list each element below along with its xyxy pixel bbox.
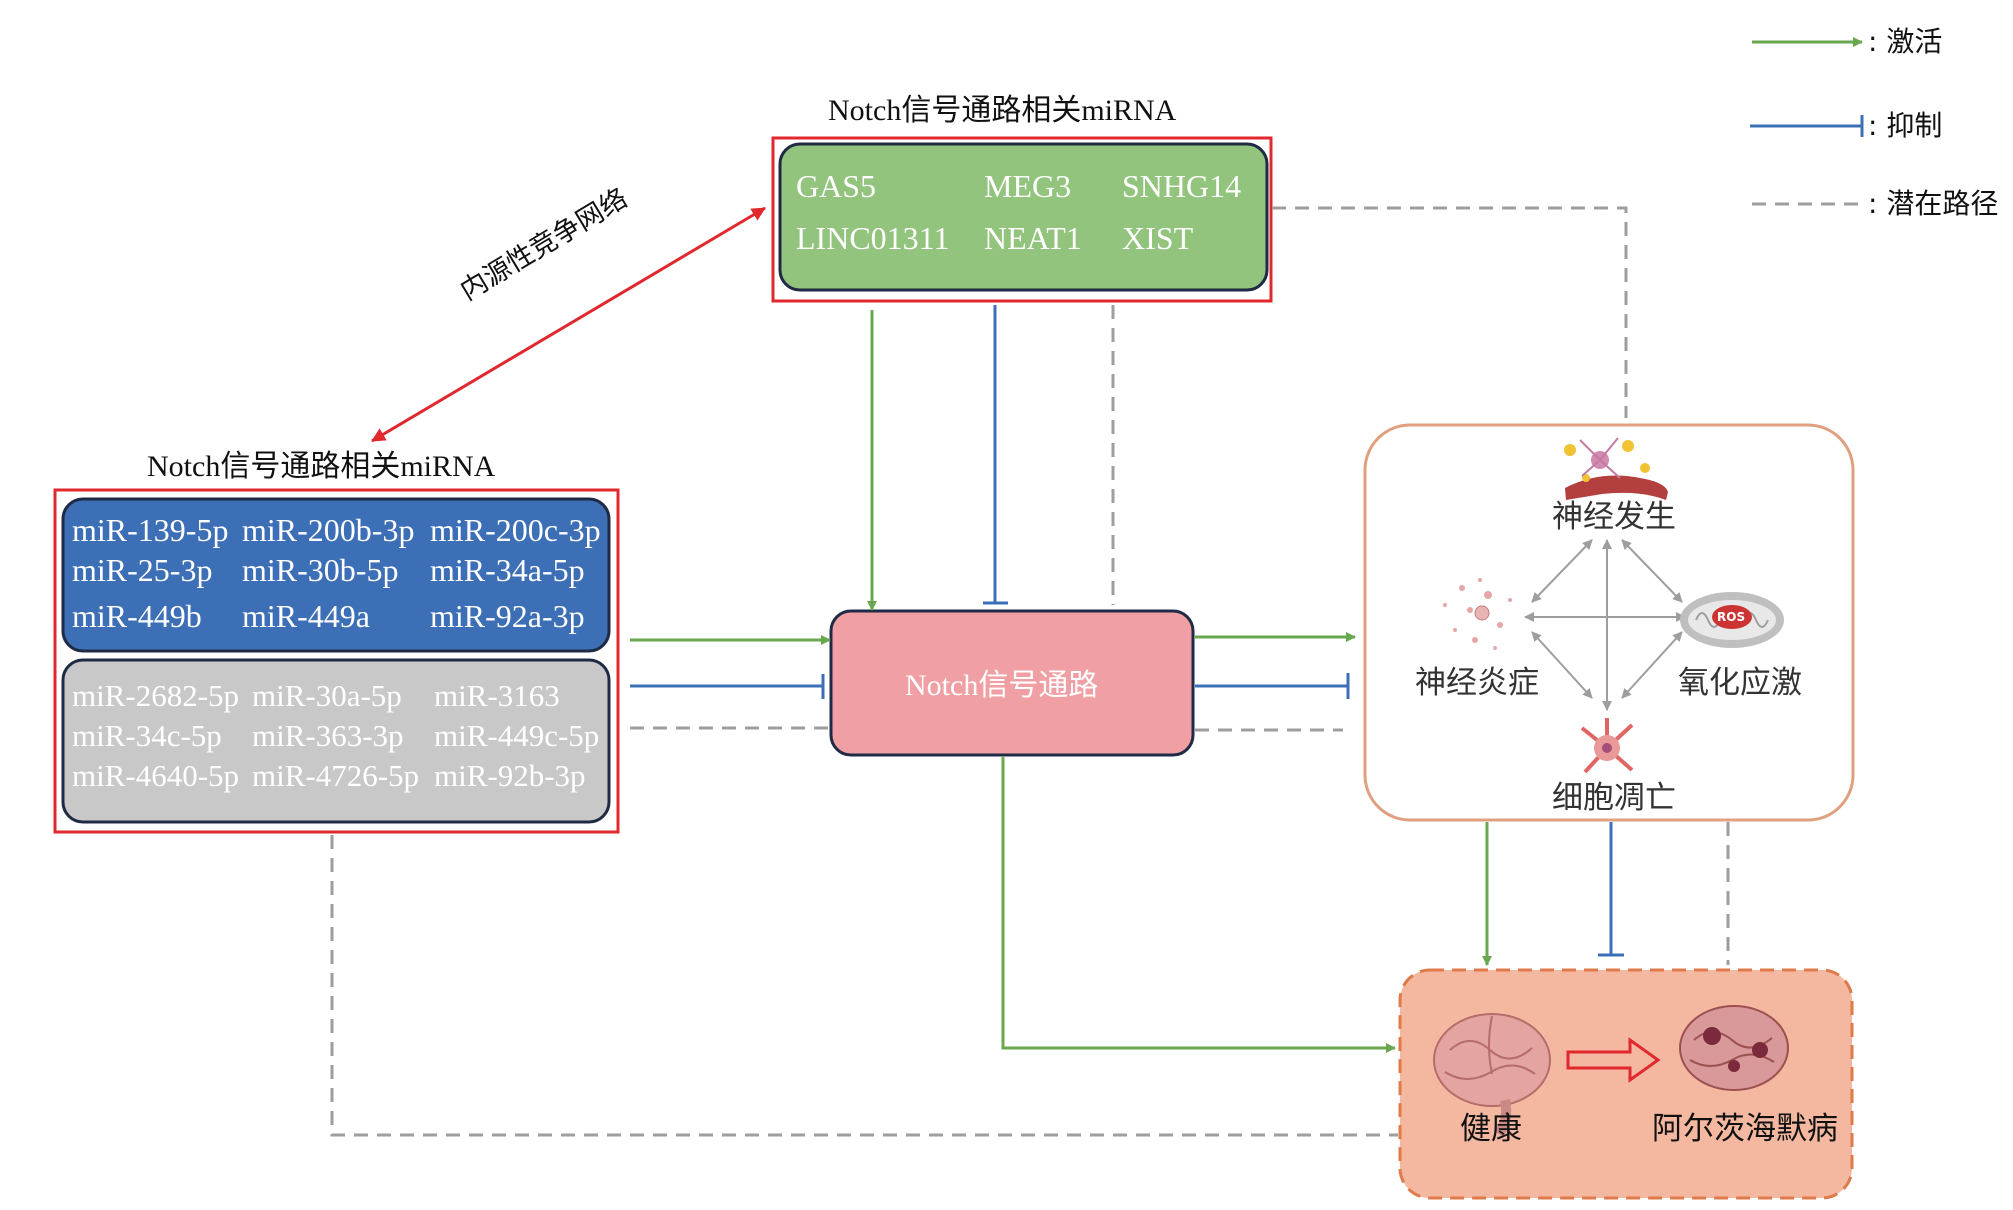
legend [1750,37,1864,206]
lnc-potential-process [1272,206,1628,418]
mirna-gray-gene: miR-92b-3p [434,758,586,793]
lnc-gene: SNHG14 [1122,168,1242,204]
mirna-blue-gene: miR-449a [242,598,370,634]
legend-inhibit-label: : 抑制 [1868,109,1943,142]
healthy-brain-icon [1433,1013,1551,1137]
notch-label: Notch信号通路 [905,669,1099,702]
mirna-blue-gene: miR-139-5p [72,512,229,548]
lnc-gene: MEG3 [984,168,1072,204]
arrow-neuro-oxid [1621,539,1683,603]
ros-label: ROS [1717,610,1746,624]
mirna-blue-gene: miR-200c-3p [430,512,601,548]
mirna-gray-gene: miR-34c-5p [72,718,222,753]
neuroinflammation-label: 神经炎症 [1415,665,1539,701]
mirna-gray-gene: miR-3163 [434,678,560,713]
mirna-gray-gene: miR-4640-5p [72,758,240,793]
apoptosis-label: 细胞凋亡 [1552,780,1676,816]
mirna-blue-gene: miR-92a-3p [430,598,585,634]
mirna-box-title: Notch信号通路相关miRNA [147,450,496,483]
lnc-gene: LINC01311 [796,220,950,256]
mirna-gray-gene: miR-4726-5p [252,758,420,793]
lnc-box-title: Notch信号通路相关miRNA [828,94,1177,127]
lnc-gene: XIST [1122,220,1194,256]
mirna-red-frame [53,488,620,834]
mirna-blue-gene: miR-25-3p [72,552,213,588]
mirna-blue-gene: miR-200b-3p [242,512,415,548]
notch-box [829,609,1195,757]
arrow-neuro-inflam [1531,539,1593,603]
arrow-inflam-apoptosis [1531,631,1593,699]
oxidative-stress-icon [1680,592,1784,648]
mirna-blue-box [61,497,611,653]
progression-arrow [1566,1037,1661,1083]
mirna-gray-gene: miR-449c-5p [434,718,600,753]
mirna-gray-gene: miR-363-3p [252,718,404,753]
mirna-blue-gene: miR-34a-5p [430,552,585,588]
mirna-gray-gene: miR-2682-5p [72,678,240,713]
mirna-potential-outcome [330,835,1398,1137]
arrow-oxid-apoptosis [1621,631,1683,699]
mirna-gray-box [61,658,611,824]
legend-activate-label: : 激活 [1868,25,1943,58]
lnc-gene: NEAT1 [984,220,1082,256]
process-network [1524,539,1686,711]
legend-potential-label: : 潜在路径 [1868,187,1999,220]
lnc-red-frame [771,136,1273,303]
neuroinflammation-icon [1443,578,1512,650]
mirna-gray-gene: miR-30a-5p [252,678,402,713]
ce-network-arrow [371,206,766,443]
oxidative-stress-label: 氧化应激 [1678,665,1802,701]
lnc-gene: GAS5 [796,168,877,204]
neurogenesis-icon [1564,437,1668,500]
apoptosis-icon [1580,718,1634,774]
healthy-label: 健康 [1460,1111,1522,1147]
mirna-blue-gene: miR-30b-5p [242,552,399,588]
lnc-green-box [778,142,1269,292]
ad-brain-icon [1679,1005,1789,1091]
mirna-blue-gene: miR-449b [72,598,202,634]
notch-activate-outcome [1001,757,1396,1053]
ad-label: 阿尔茨海默病 [1652,1111,1838,1147]
neurogenesis-label: 神经发生 [1552,499,1676,535]
